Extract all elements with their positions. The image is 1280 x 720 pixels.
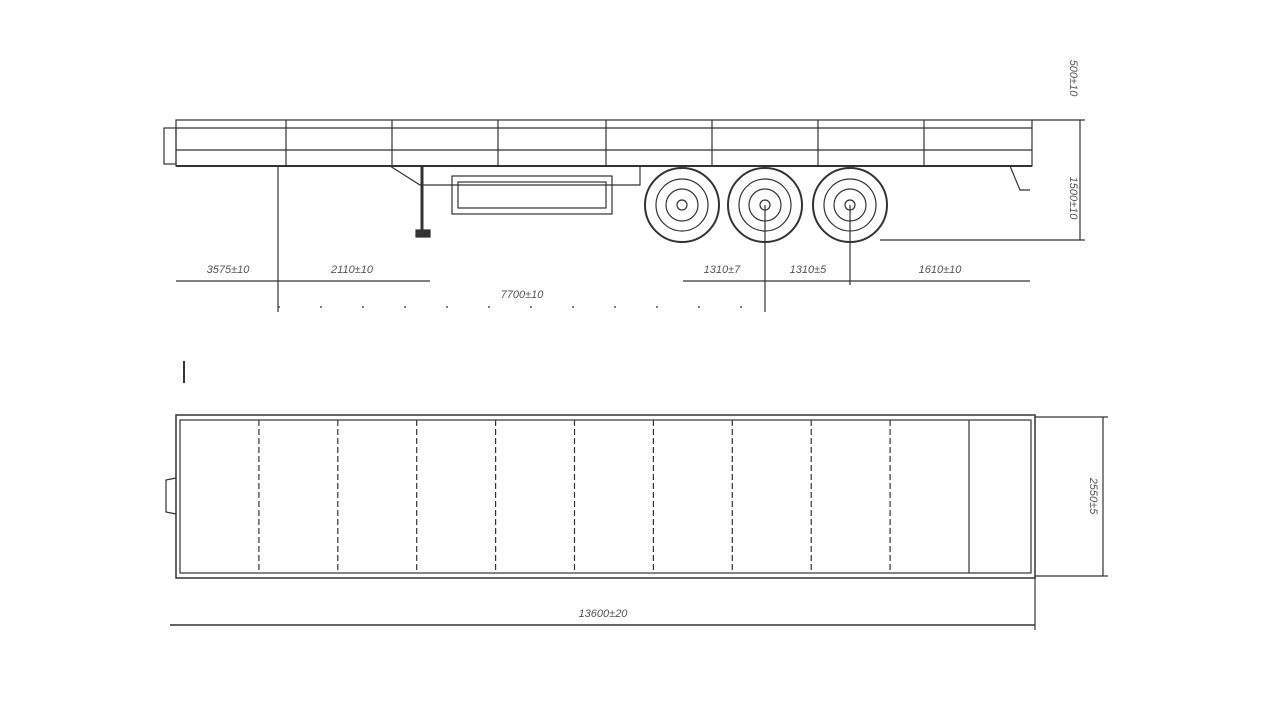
dim-axle-spacing-2: 1310±5 bbox=[790, 264, 828, 276]
wheel bbox=[644, 167, 720, 243]
top-view bbox=[165, 414, 1108, 630]
side-deck bbox=[175, 119, 1033, 167]
dim-overall-length: 13600±20 bbox=[579, 608, 629, 620]
top-deck bbox=[175, 414, 1036, 579]
dim-side-height: 500±10 bbox=[1067, 60, 1079, 98]
dim-front-overhang: 3575±10 bbox=[207, 264, 251, 276]
dim-deck-height: 1500±10 bbox=[1067, 177, 1079, 221]
toolbox bbox=[451, 175, 613, 215]
side-view bbox=[163, 119, 1085, 312]
dim-rear-overhang: 1610±10 bbox=[919, 264, 963, 276]
dim-kingpin-to-leg: 2110±10 bbox=[330, 264, 374, 276]
dim-width: 2550±5 bbox=[1087, 477, 1099, 516]
dim-axle-spacing-1: 1310±7 bbox=[704, 264, 742, 276]
dim-kingpin-to-axle: 7700±10 bbox=[501, 289, 545, 301]
